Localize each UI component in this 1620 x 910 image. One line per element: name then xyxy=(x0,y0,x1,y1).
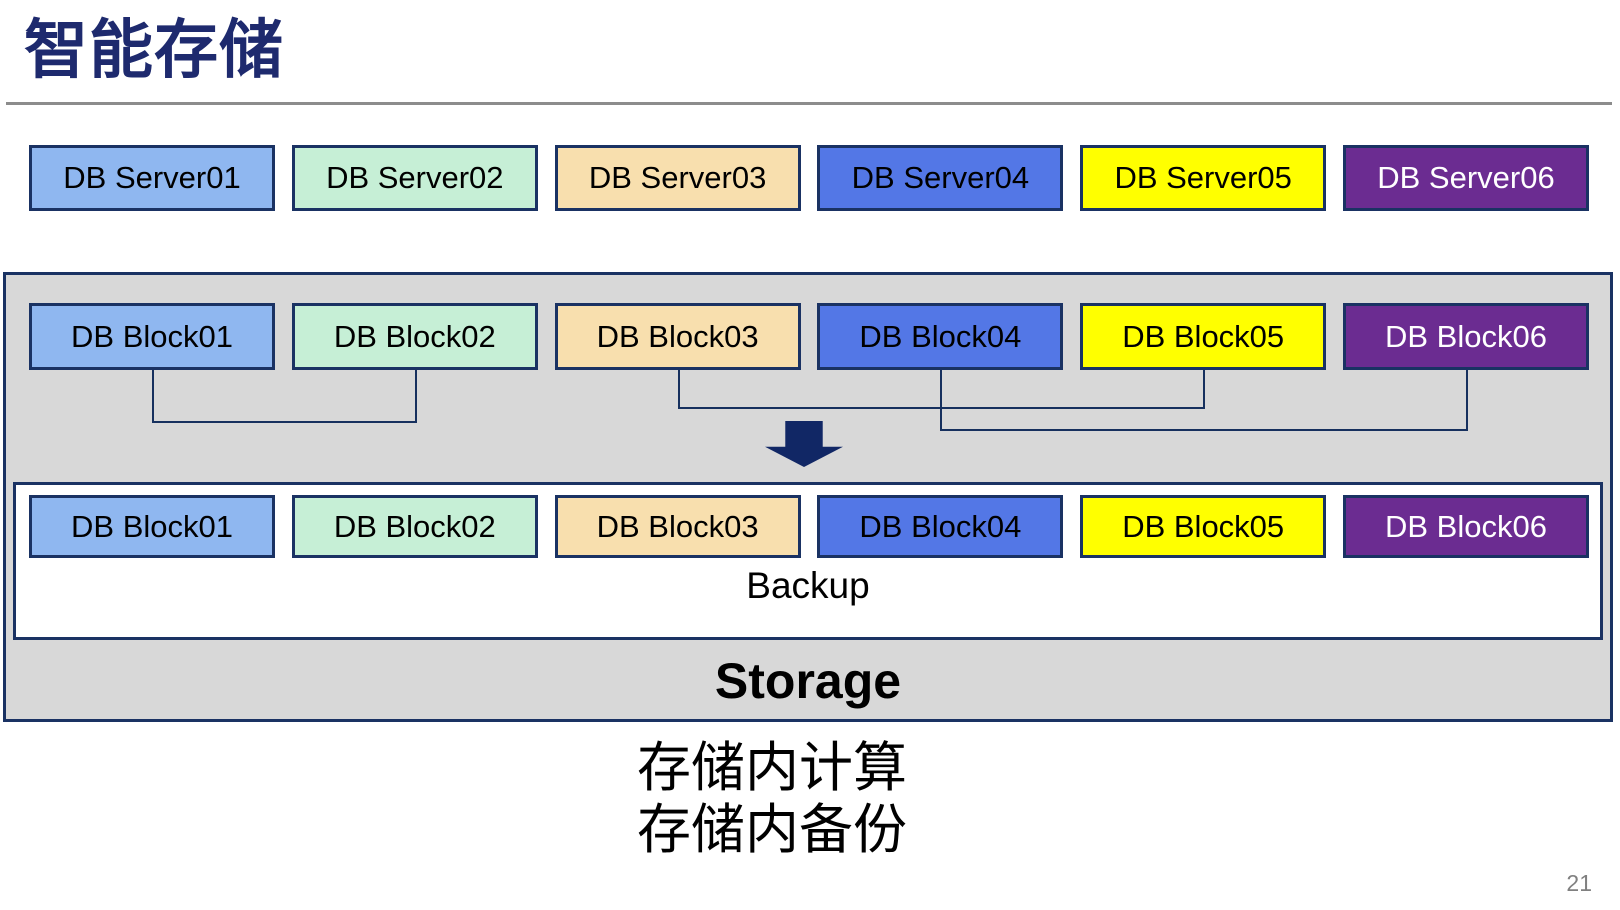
db-block-box: DB Block02 xyxy=(291,303,538,370)
connector-line xyxy=(1203,370,1205,409)
db-block-box: DB Block02 xyxy=(291,495,538,558)
connector-line xyxy=(940,429,1468,431)
db-block-box: DB Block05 xyxy=(1080,303,1327,370)
db-block-box: DB Block04 xyxy=(817,303,1064,370)
db-server-box: DB Server04 xyxy=(817,145,1064,211)
db-block-row-backup: DB Block01 DB Block02 DB Block03 DB Block04… xyxy=(29,495,1589,558)
db-block-box: DB Block06 xyxy=(1342,303,1589,370)
connector-line xyxy=(1466,370,1468,431)
storage-label: Storage xyxy=(714,653,902,709)
db-server-box: DB Server03 xyxy=(554,145,801,211)
db-server-box: DB Server06 xyxy=(1342,145,1589,211)
db-server-box: DB Server01 xyxy=(29,145,275,211)
caption-text: 存储内计算 存储内备份 xyxy=(637,737,907,861)
db-block-box: DB Block03 xyxy=(554,303,801,370)
db-block-box: DB Block05 xyxy=(1080,495,1327,558)
connector-line xyxy=(415,370,417,423)
page-title: 智能存储 xyxy=(24,14,284,86)
db-server-box: DB Server05 xyxy=(1080,145,1327,211)
caption-line-2: 存储内备份 xyxy=(637,800,907,860)
db-server-box: DB Server02 xyxy=(291,145,538,211)
connector-line xyxy=(152,421,417,423)
db-block-box: DB Block06 xyxy=(1342,495,1589,558)
backup-panel: DB Block01 DB Block02 DB Block03 DB Block04… xyxy=(13,482,1603,640)
backup-label: Backup xyxy=(746,565,870,606)
db-block-box: DB Block04 xyxy=(817,495,1064,558)
db-block-box: DB Block01 xyxy=(29,303,275,370)
title-divider xyxy=(6,102,1612,105)
caption-line-1: 存储内计算 xyxy=(637,738,907,798)
connector-line xyxy=(152,370,154,423)
page-number: 21 xyxy=(1566,870,1592,896)
connector-line xyxy=(678,370,680,409)
connector-line xyxy=(940,370,942,431)
db-block-box: DB Block01 xyxy=(29,495,275,558)
db-block-box: DB Block03 xyxy=(554,495,801,558)
down-arrow-icon xyxy=(765,421,843,467)
